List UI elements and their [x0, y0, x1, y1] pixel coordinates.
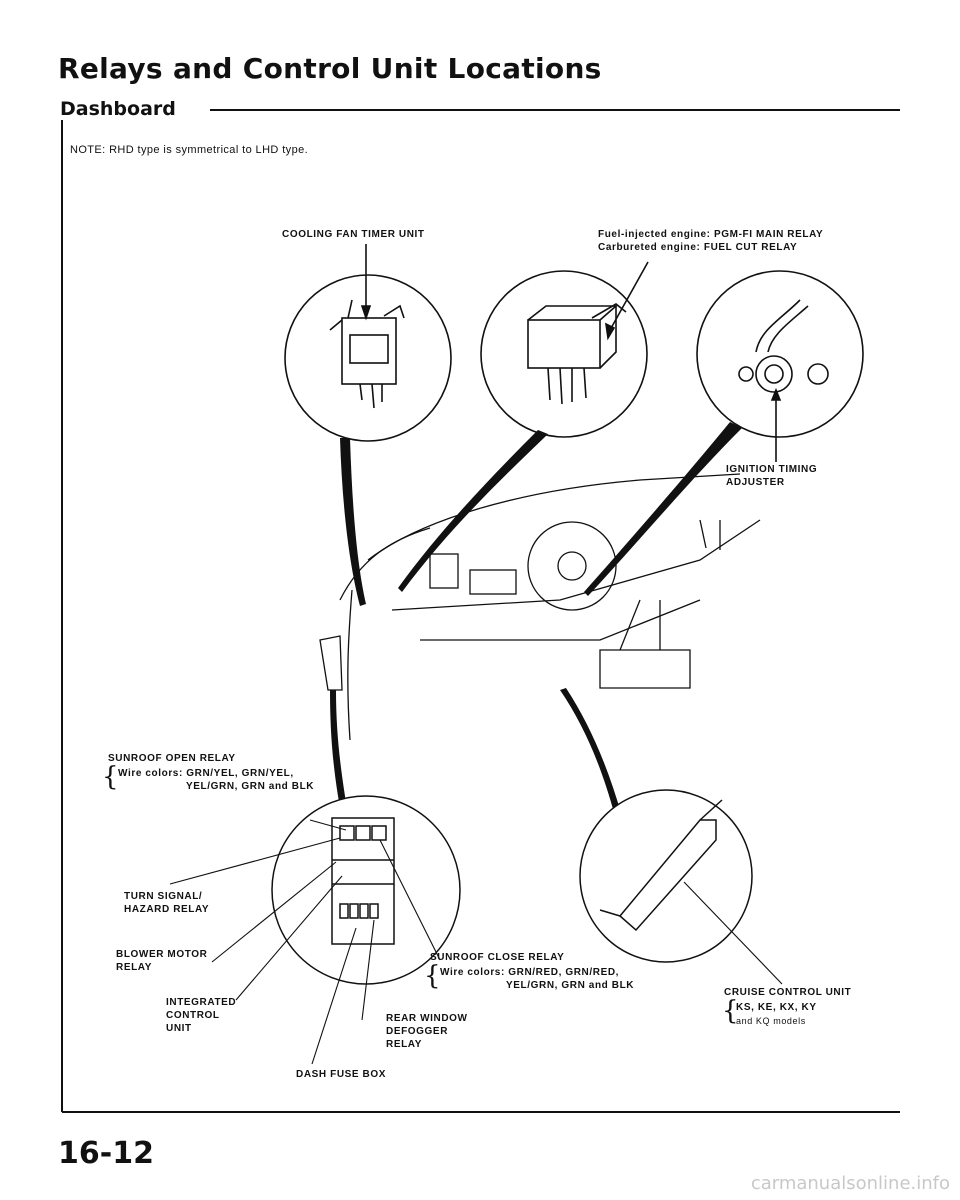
- cooling-fan-timer-callout: [284, 244, 452, 442]
- page-number: 16-12: [58, 1136, 154, 1171]
- main-relay-label-line2: Carbureted engine: FUEL CUT RELAY: [598, 242, 798, 253]
- cruise-control-callout: [579, 789, 753, 963]
- rear-defogger-label-line1: REAR WINDOW: [386, 1013, 468, 1024]
- cruise-control-brace: {: [722, 996, 739, 1026]
- sunroof-close-label: SUNROOF CLOSE RELAY: [430, 952, 565, 963]
- cruise-control-label-line2: KS, KE, KX, KY: [736, 1002, 817, 1013]
- ignition-adjuster-callout: [696, 270, 864, 462]
- cruise-control-label-line1: CRUISE CONTROL UNIT: [724, 987, 852, 998]
- dashboard-sketch: [319, 473, 761, 741]
- integrated-unit-label-line2: CONTROL: [166, 1010, 220, 1021]
- leader-lines: [169, 819, 783, 1065]
- integrated-unit-label-line1: INTEGRATED: [166, 997, 237, 1008]
- main-relay-callout: [480, 261, 649, 438]
- blower-relay-label-line1: BLOWER MOTOR: [116, 949, 208, 960]
- cooling-fan-timer-label: COOLING FAN TIMER UNIT: [282, 229, 425, 240]
- sunroof-open-label: SUNROOF OPEN RELAY: [108, 753, 236, 764]
- page-title: Relays and Control Unit Locations: [58, 52, 602, 85]
- section-title: Dashboard: [60, 98, 180, 120]
- rear-defogger-label-line3: RELAY: [386, 1039, 422, 1050]
- sunroof-open-wire-line1: Wire colors: GRN/YEL, GRN/YEL,: [118, 768, 294, 779]
- sunroof-close-wire-line2: YEL/GRN, GRN and BLK: [506, 980, 635, 991]
- turn-signal-label-line2: HAZARD RELAY: [124, 904, 210, 915]
- ignition-label-line1: IGNITION TIMING: [726, 464, 818, 475]
- turn-signal-label-line1: TURN SIGNAL/: [124, 891, 203, 902]
- sunroof-open-wire-line2: YEL/GRN, GRN and BLK: [186, 781, 315, 792]
- ignition-label-line2: ADJUSTER: [726, 477, 785, 488]
- footer-watermark[interactable]: carmanualsonline.info: [750, 1173, 950, 1194]
- rear-defogger-label-line2: DEFOGGER: [386, 1026, 449, 1037]
- sunroof-open-brace: {: [102, 762, 119, 792]
- integrated-unit-label-line3: UNIT: [166, 1023, 192, 1034]
- fuse-box-callout: [271, 795, 461, 985]
- main-relay-label-line1: Fuel-injected engine: PGM-FI MAIN RELAY: [598, 229, 824, 240]
- note-text: NOTE: RHD type is symmetrical to LHD typ…: [70, 144, 309, 156]
- sunroof-close-brace: {: [424, 961, 441, 991]
- dash-fuse-box-label: DASH FUSE BOX: [296, 1069, 387, 1080]
- blower-relay-label-line2: RELAY: [116, 962, 152, 973]
- cruise-control-label-line3: and KQ models: [736, 1016, 806, 1026]
- sunroof-close-wire-line1: Wire colors: GRN/RED, GRN/RED,: [440, 967, 620, 978]
